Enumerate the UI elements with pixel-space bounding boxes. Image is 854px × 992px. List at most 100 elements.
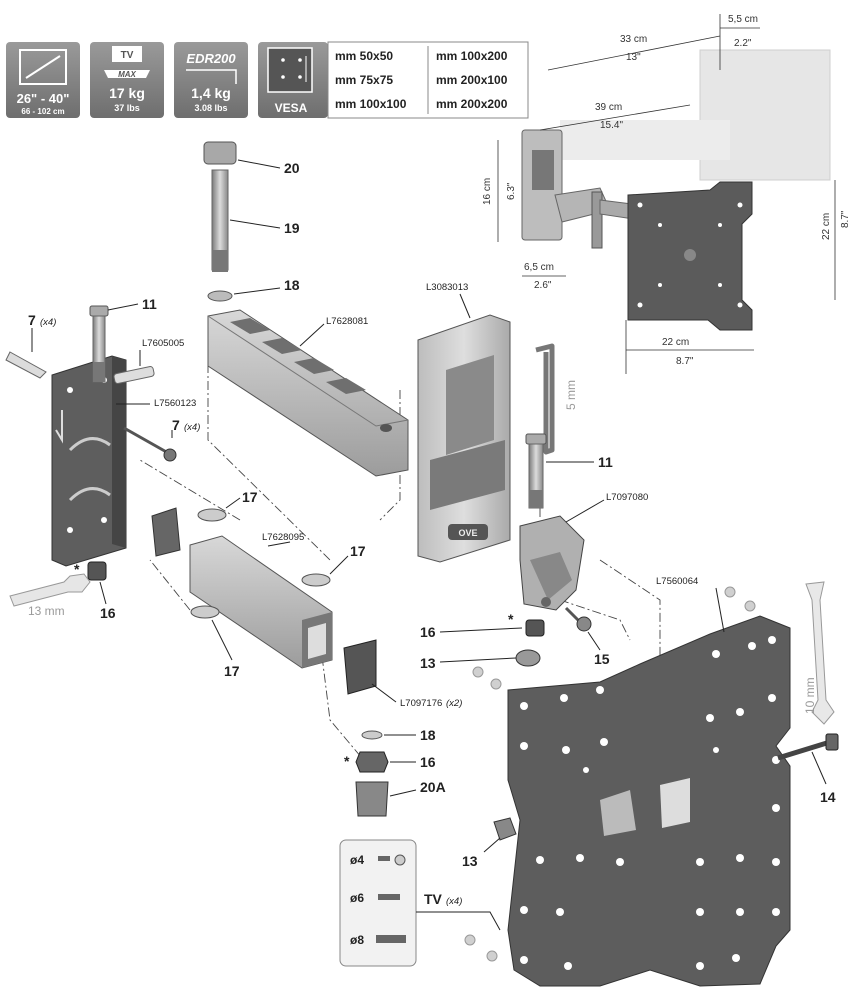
- dim-16-in: 6.3": [506, 182, 517, 200]
- model-name: EDR200: [186, 51, 236, 66]
- callout-20: 20: [284, 160, 300, 176]
- screen-size-cm: 66 - 102 cm: [21, 107, 64, 116]
- kit-size: ø8: [350, 933, 364, 947]
- wrench-13-size: 13 mm: [28, 604, 65, 618]
- washer-18: [207, 290, 233, 302]
- tv-icon: [112, 46, 142, 62]
- vesa-size: mm 100x100: [335, 97, 407, 111]
- part-code-end-cap: L7097176: [400, 698, 442, 709]
- max-load-lbs: 37 lbs: [114, 103, 140, 113]
- svg-text:OVE: OVE: [458, 528, 477, 538]
- vesa-size: mm 200x200: [436, 97, 508, 111]
- vesa-table: VESA mm 50x50 mm 75x75 mm 100x100 mm 100…: [258, 41, 529, 119]
- callout-19: 19: [284, 220, 300, 236]
- dim-55-cm: 5,5 cm: [728, 14, 758, 25]
- callout-20a: 20A: [420, 779, 446, 795]
- bolt-11-right: [525, 433, 547, 509]
- dim-65-in: 2.6": [534, 280, 552, 291]
- product-weight-kg: 1,4 kg: [191, 85, 231, 101]
- nut-16-right: [525, 619, 545, 637]
- callout-17: 17: [224, 663, 240, 679]
- callout-7: 7: [172, 417, 180, 433]
- nut-16-left: [87, 561, 107, 581]
- screen-size-value: 26" - 40": [17, 91, 70, 106]
- part-code-pivot: L7097080: [606, 492, 648, 503]
- callout-18: 18: [420, 727, 436, 743]
- cap-20a: [355, 781, 389, 817]
- part-code-tv-plate: L7560064: [656, 576, 698, 587]
- wrench-13-icon: 13 mm: [9, 573, 91, 618]
- tv-screw-ghost: [464, 586, 756, 962]
- wrench-10-icon: 10 mm: [803, 581, 835, 725]
- part-code-labels: L7605005 L7560123 L7628081 L3083013 L762…: [116, 282, 725, 709]
- vesa-size: mm 75x75: [335, 73, 393, 87]
- svg-text:TV: TV: [121, 50, 134, 61]
- asterisk-marker: *: [344, 753, 350, 769]
- asterisk-marker: *: [74, 561, 80, 577]
- callout-7-qty: (x4): [40, 317, 56, 328]
- callout-14: 14: [820, 789, 836, 805]
- vesa-size: mm 100x200: [436, 49, 508, 63]
- screw-m8-icon: [376, 935, 406, 943]
- long-arm: [207, 309, 409, 477]
- dim-39-cm: 39 cm: [595, 102, 622, 113]
- screen-size-badge: 26" - 40" 66 - 102 cm: [6, 42, 80, 118]
- dim-22-in-v: 8.7": [840, 210, 851, 228]
- dim-39-in: 15.4": [600, 120, 623, 131]
- callout-11: 11: [142, 296, 157, 312]
- screw-15: [564, 606, 592, 632]
- cover-logo-plate: [448, 524, 488, 540]
- washer-17: [197, 508, 227, 522]
- bolt-11-left: [89, 305, 109, 383]
- callout-11: 11: [598, 454, 613, 470]
- asterisk-marker: *: [508, 611, 514, 627]
- dim-33-cm: 33 cm: [620, 34, 647, 45]
- vesa-size: mm 200x100: [436, 73, 508, 87]
- pivot-bracket: [519, 515, 585, 611]
- callout-16: 16: [420, 754, 436, 770]
- screw-m4-icon: [378, 856, 390, 861]
- part-code-end-cap-qty: (x2): [446, 698, 462, 709]
- lag-screw: [123, 426, 177, 462]
- vesa-size: mm 50x50: [335, 49, 393, 63]
- max-load-kg: 17 kg: [109, 85, 145, 101]
- screw-kit: ø4 ø6 ø8: [339, 839, 417, 967]
- callout-13: 13: [462, 853, 478, 869]
- vesa-pattern-icon: [267, 47, 313, 93]
- callout-18: 18: [284, 277, 300, 293]
- washer-17: [301, 573, 331, 587]
- hex-key-size: 5 mm: [564, 380, 578, 410]
- dim-16-cm: 16 cm: [482, 178, 493, 205]
- tv-plate-holes: [520, 636, 780, 970]
- screw-m6-icon: [378, 894, 400, 900]
- washer-13-lower: [493, 817, 517, 841]
- hex-key-icon: 5 mm: [535, 343, 578, 455]
- callout-7-qty: (x4): [184, 422, 200, 433]
- cap-20: [203, 141, 237, 165]
- nut-16-bottom: [355, 751, 389, 773]
- part-code-long-arm: L7628081: [326, 316, 368, 327]
- dim-65-cm: 6,5 cm: [524, 262, 554, 273]
- tv-plate: [507, 615, 791, 987]
- bolt-assembly-top: [203, 141, 237, 302]
- callout-7: 7: [28, 312, 36, 328]
- callout-13: 13: [420, 655, 436, 671]
- washer-17: [190, 605, 220, 619]
- wall-cover: OVE: [417, 314, 511, 563]
- dim-22-cm-h: 22 cm: [662, 337, 689, 348]
- washer-18-bottom: [361, 730, 383, 740]
- tv-qty: (x4): [446, 896, 462, 907]
- dim-55-in: 2.2": [734, 38, 752, 49]
- product-weight-lbs: 3.08 lbs: [194, 103, 227, 113]
- part-code-wall-bracket: L7560123: [154, 398, 196, 409]
- dim-22-in-h: 8.7": [676, 356, 694, 367]
- bottom-stack: [355, 730, 389, 817]
- screw-14: [777, 733, 839, 761]
- callout-17: 17: [350, 543, 366, 559]
- end-cap: [151, 507, 181, 557]
- wall-anchor: [5, 351, 47, 379]
- callout-16: 16: [420, 624, 436, 640]
- callout-labels: 20 19 18 11 7 (x4) 7 (x4) 17 17 17 16 11…: [28, 159, 836, 869]
- end-cap: [343, 639, 377, 695]
